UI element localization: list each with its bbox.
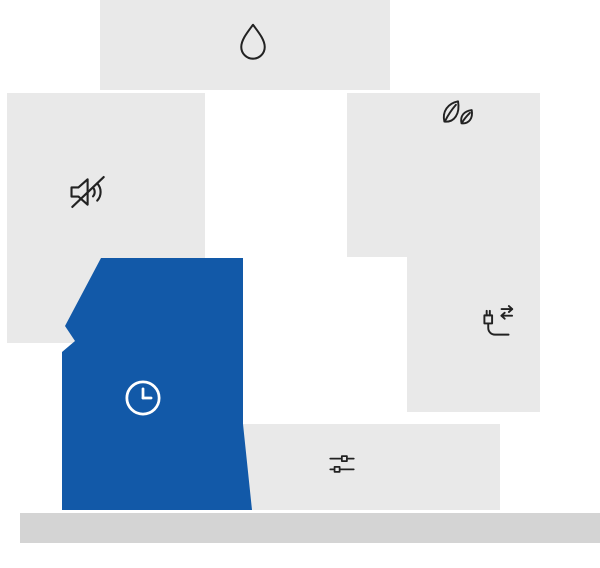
plug-sync-icon — [483, 305, 514, 336]
speaker-muted-icon — [70, 175, 105, 209]
tile-settings[interactable] — [210, 424, 500, 510]
tile-water[interactable] — [100, 0, 390, 90]
tile-remote-connect[interactable] — [407, 157, 540, 412]
clock-icon — [125, 380, 161, 416]
leaf-icon — [442, 100, 473, 125]
sliders-icon — [329, 455, 355, 473]
water-drop-icon — [240, 23, 266, 60]
tile-time-active[interactable] — [55, 250, 260, 515]
active-tile-shape[interactable] — [62, 258, 252, 510]
bottom-bar — [20, 513, 600, 543]
